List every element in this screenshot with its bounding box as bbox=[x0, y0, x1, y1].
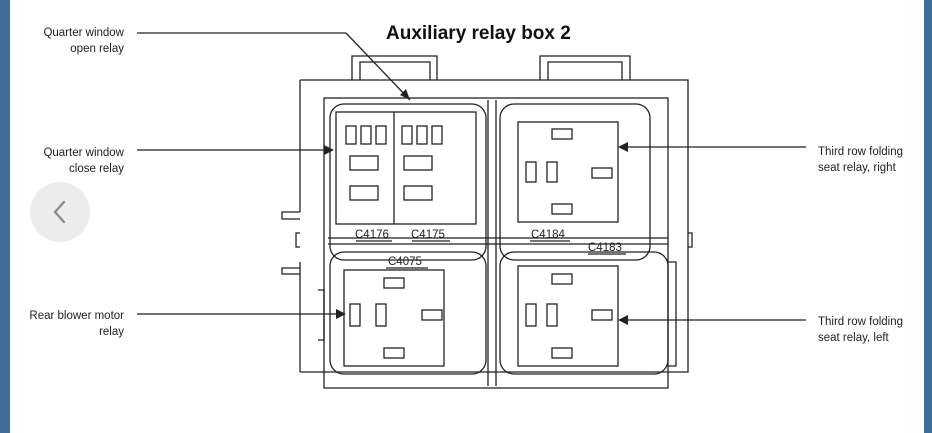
module-rear-blower bbox=[329, 251, 487, 375]
module-third-row-left bbox=[499, 251, 669, 375]
callout-line: seat relay, left bbox=[818, 332, 889, 344]
module-quarter-window bbox=[329, 103, 487, 261]
callout-quarter-window-open: Quarter window open relay bbox=[22, 25, 124, 57]
connector-c4075: C4075 bbox=[388, 256, 422, 268]
callout-line: Quarter window bbox=[43, 27, 124, 39]
callout-line: Rear blower motor bbox=[29, 310, 124, 322]
previous-image-button[interactable] bbox=[30, 182, 90, 242]
right-border-bar bbox=[924, 0, 932, 433]
housing-outer bbox=[300, 79, 689, 373]
callout-quarter-window-close: Quarter window close relay bbox=[22, 145, 124, 177]
top-tab-left bbox=[351, 55, 438, 80]
leader-open-relay bbox=[345, 32, 411, 101]
connector-c4184: C4184 bbox=[531, 229, 565, 241]
callout-line: open relay bbox=[70, 43, 124, 55]
connector-c4176: C4176 bbox=[355, 229, 389, 241]
housing-inner bbox=[323, 97, 669, 389]
connector-c4175: C4175 bbox=[411, 229, 445, 241]
chevron-left-icon bbox=[53, 200, 66, 224]
callout-line: Third row folding bbox=[818, 316, 904, 328]
connector-c4183: C4183 bbox=[588, 242, 622, 254]
callout-third-row-left: Third row folding seat relay, left bbox=[818, 314, 922, 346]
callout-rear-blower-motor: Rear blower motor relay bbox=[12, 308, 124, 340]
left-border-bar bbox=[0, 0, 10, 433]
top-tab-right bbox=[539, 55, 631, 80]
callout-third-row-right: Third row folding seat relay, right bbox=[818, 144, 922, 176]
module-third-row-right bbox=[499, 103, 651, 261]
callout-line: seat relay, right bbox=[818, 162, 896, 174]
diagram-frame bbox=[10, 0, 924, 433]
callout-line: relay bbox=[99, 326, 124, 338]
callout-line: Quarter window bbox=[43, 147, 124, 159]
callout-line: Third row folding bbox=[818, 146, 904, 158]
diagram-title: Auxiliary relay box 2 bbox=[386, 23, 571, 44]
callout-line: close relay bbox=[69, 163, 124, 175]
